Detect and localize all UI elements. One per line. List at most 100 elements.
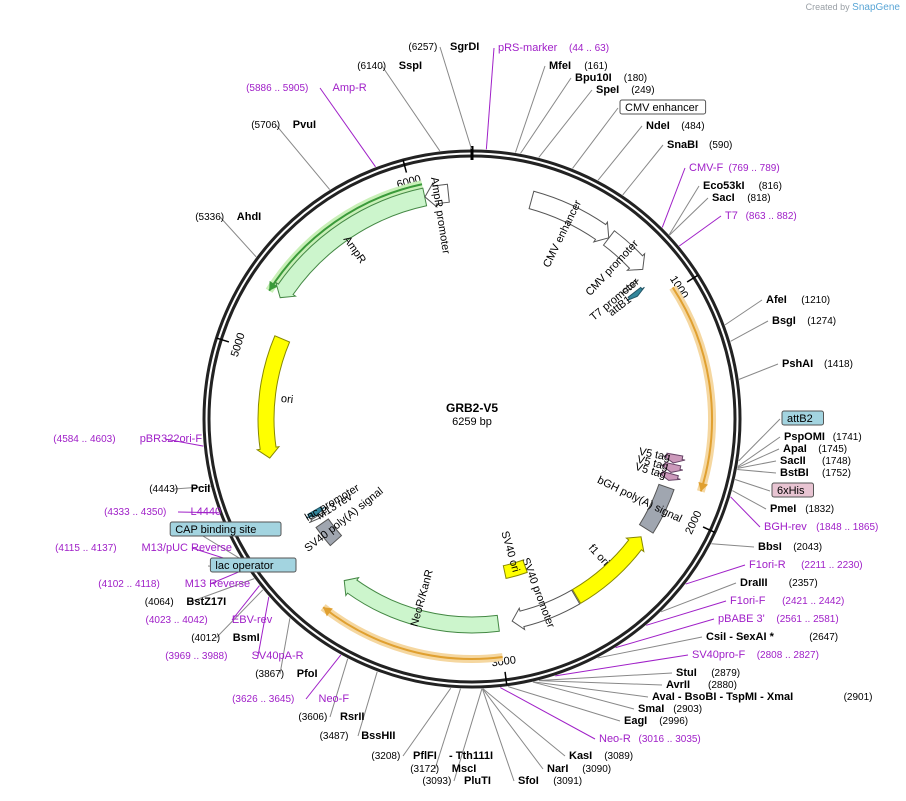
map-label-attb2[interactable]: attB2 [781,410,824,426]
map-label-saci[interactable]: SacI(818) [712,192,771,204]
map-label-pluti[interactable]: (3093)PluTI [422,775,490,787]
map-label-cmv-enhancer[interactable]: CMV enhancer [619,99,707,115]
label-name: SpeI [596,84,619,96]
plasmid-size: 6259 bp [452,416,492,428]
feature-attb1[interactable] [626,286,645,302]
feature-bgh-poly-a-signal[interactable] [638,483,675,534]
map-label-mfei[interactable]: MfeI(161) [549,60,608,72]
leader-line [231,585,260,621]
label-name: M13/pUC Reverse [142,542,232,554]
label-name: PmeI [770,503,796,515]
map-label-csii-sexai-[interactable]: CsiI - SexAI *(2647) [706,631,838,643]
map-label-sv40pro-f[interactable]: SV40pro-F(2808 .. 2827) [692,649,819,661]
map-label-lac-operator[interactable]: lac operator [209,557,297,573]
feature-sv40-ori[interactable] [502,559,528,580]
map-label-eco53ki[interactable]: Eco53kI(816) [703,180,782,192]
label-position: (3867) [255,669,284,680]
feature-sv40-promoter[interactable] [511,589,581,631]
map-label-avrii[interactable]: AvrII(2880) [666,679,737,691]
leader-line [738,418,781,462]
feature-ampr-promoter[interactable] [424,181,450,209]
map-label-bstz17i[interactable]: (4064)BstZ17I [145,596,226,608]
map-label-ebv-rev[interactable]: (4023 .. 4042)EBV-rev [146,614,273,626]
feature-cmv-promoter[interactable] [602,230,646,271]
map-label-m13-puc-reverse[interactable]: (4115 .. 4137)M13/pUC Reverse [55,542,232,554]
label-name: NarI [547,763,568,775]
map-label-smai[interactable]: SmaI(2903) [638,703,702,715]
label-name: Amp-R [333,82,367,94]
map-label-l4440[interactable]: (4333 .. 4350)L4440 [104,506,221,518]
map-label-pcii[interactable]: (4443)PciI [149,483,210,495]
feature-m13-rev[interactable] [308,510,328,524]
map-label-sv40pa-r[interactable]: (3969 .. 3988)SV40pA-R [165,650,303,662]
label-name: MfeI [549,60,571,72]
map-label-m13-reverse[interactable]: (4102 .. 4118)M13 Reverse [98,578,250,590]
map-label-f1ori-r[interactable]: F1ori-R(2211 .. 2230) [749,559,863,571]
map-label-6xhis[interactable]: 6xHis [771,482,814,498]
map-label-bstbi[interactable]: BstBI(1752) [780,467,851,479]
map-label-pspomi[interactable]: PspOMI(1741) [784,431,862,443]
map-label-ndei[interactable]: NdeI(484) [646,120,705,132]
map-label-t7[interactable]: T7(863 .. 882) [725,210,797,222]
map-label-cmv-f[interactable]: CMV-F(769 .. 789) [689,162,780,174]
label-name: RsrII [340,711,364,723]
map-label-ahdi[interactable]: (5336)AhdI [195,211,261,223]
map-label-bbsi[interactable]: BbsI(2043) [758,541,822,553]
leader-line [532,681,635,710]
map-label-pfoi[interactable]: (3867)PfoI [255,668,317,680]
map-label-prs-marker[interactable]: pRS-marker(44 .. 63) [498,42,609,54]
map-label-pvui[interactable]: (5706)PvuI [251,119,316,131]
label-name: BGH-rev [764,521,807,533]
map-label-snabi[interactable]: SnaBI(590) [667,139,732,151]
map-label-bpu10i[interactable]: Bpu10I(180) [575,72,647,84]
map-label-pshai[interactable]: PshAI(1418) [782,358,853,370]
map-label-sacii[interactable]: SacII(1748) [780,455,851,467]
feature-lac-promoter[interactable] [306,506,325,519]
map-label-stui[interactable]: StuI(2879) [676,667,740,679]
map-label-pflfi[interactable]: (3208)PflFI - Tth111I [371,750,493,762]
map-label-pbabe-3-[interactable]: pBABE 3'(2561 .. 2581) [718,613,839,625]
feature-ori[interactable] [255,335,291,459]
map-label-pmei[interactable]: PmeI(1832) [770,503,834,515]
feature-sv40-poly-a-signal[interactable] [315,518,343,547]
map-label-eagi[interactable]: EagI(2996) [624,715,688,727]
map-label-draiii[interactable]: DraIII(2357) [740,577,818,589]
map-label-apai[interactable]: ApaI(1745) [783,443,847,455]
map-label-bsshii[interactable]: (3487)BssHII [320,730,396,742]
map-label-sfoi[interactable]: SfoI(3091) [518,775,582,787]
map-label-kasi[interactable]: KasI(3089) [569,750,633,762]
label-name: AvaI - BsoBI - TspMI - XmaI [652,691,793,703]
feature-label: SV40 ori [498,530,521,574]
map-label-spei[interactable]: SpeI(249) [596,84,655,96]
map-label-bgh-rev[interactable]: BGH-rev(1848 .. 1865) [764,521,878,533]
feature-f1-ori[interactable] [571,536,645,605]
map-label-bsmi[interactable]: (4012)BsmI [191,632,260,644]
map-label-f1ori-f[interactable]: F1ori-F(2421 .. 2442) [730,595,844,607]
map-label-amp-r[interactable]: (5886 .. 5905)Amp-R [246,82,367,94]
label-name: PshAI [782,358,813,370]
leader-line [685,564,746,585]
map-label-afei[interactable]: AfeI(1210) [766,294,830,306]
leader-line [615,618,715,649]
feature-v5-tag[interactable] [658,470,681,481]
feature-v5-tag[interactable] [661,461,684,473]
map-label-nari[interactable]: NarI (3090) [547,763,611,775]
feature-t7-promoter[interactable] [621,279,639,295]
map-label-bsgi[interactable]: BsgI(1274) [772,315,836,327]
map-label-sspi[interactable]: (6140)SspI [357,60,422,72]
map-label-pbr322ori-f[interactable]: (4584 .. 4603)pBR322ori-F [53,433,202,445]
map-label-neo-r[interactable]: Neo-R(3016 .. 3035) [599,733,701,745]
feature-neor-kanr[interactable] [343,576,500,634]
leader-line [507,686,621,722]
map-label-neo-f[interactable]: (3626 .. 3645)Neo-F [232,693,349,705]
map-label-cap-binding-site[interactable]: CAP binding site [169,521,282,537]
map-label-msci[interactable]: (3172)MscI [410,763,476,775]
label-name: NdeI [646,120,670,132]
feature-v5-tag[interactable] [663,452,686,464]
map-label-avai-bsobi-tspmi-xmai[interactable]: AvaI - BsoBI - TspMI - XmaI(2901) [652,691,873,703]
label-position: (4023 .. 4042) [146,615,208,626]
label-position: (3090) [582,764,611,775]
map-label-rsrii[interactable]: (3606)RsrII [298,711,364,723]
label-position: (5706) [251,120,280,131]
map-label-sgrdi[interactable]: (6257)SgrDI [408,41,479,53]
